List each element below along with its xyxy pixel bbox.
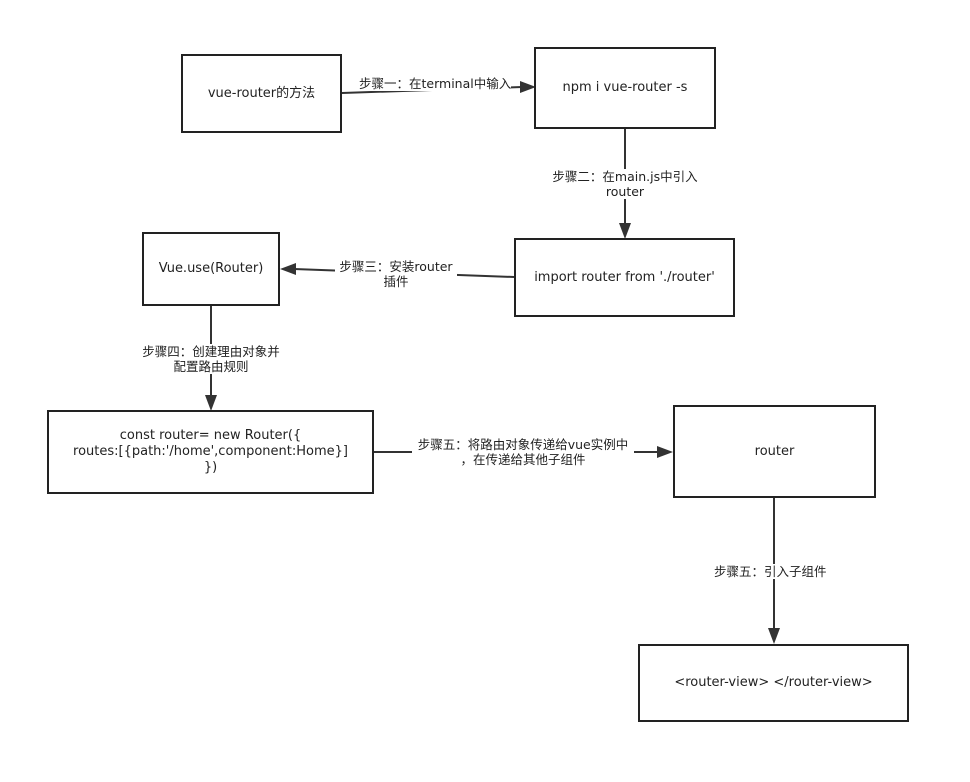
arrowhead-to-import [619,223,631,239]
edge-label-line: 步骤三：安装router [339,259,453,274]
node-label: router [754,443,795,459]
node-label-line: }) [203,460,218,475]
edge-label-line: 步骤二：在main.js中引入 [552,169,698,184]
node-label: <router-view> </router-view> [674,675,873,690]
arrowhead-to-npm [520,81,536,93]
node-import-router: import router from './router' [514,238,735,317]
edge-label-step6: 步骤五：引入子组件 [714,564,827,579]
node-label: const router= new Router({ routes:[{path… [73,428,348,476]
arrowhead-to-router [657,446,673,458]
edge-label-line: 步骤一：在terminal中输入 [359,76,512,91]
node-router-view: <router-view> </router-view> [638,644,909,722]
edge-label-line: 步骤五：引入子组件 [714,564,827,579]
node-label-line: const router= new Router({ [119,428,302,443]
arrowhead-to-vueuse [280,263,296,275]
node-label: vue-router的方法 [207,85,316,101]
edge-label-line: 步骤四：创建理由对象并 [142,344,280,359]
node-const-router: const router= new Router({ routes:[{path… [47,410,374,494]
node-label: Vue.use(Router) [158,261,264,276]
edge-label-line: 配置路由规则 [173,359,249,374]
edge-label-step4: 步骤四：创建理由对象并 配置路由规则 [136,344,286,374]
edge-label-step1: 步骤一：在terminal中输入 [359,76,512,91]
arrowhead-to-const [205,395,217,411]
edge-label-line: ，在传递给其他子组件 [460,452,586,467]
edge-label-step2: 步骤二：在main.js中引入 router [550,169,700,199]
edge-label-step3: 步骤三：安装router 插件 [335,259,457,289]
node-vue-router-method: vue-router的方法 [181,54,342,133]
node-label: import router from './router' [534,269,715,285]
edge-label-step5: 步骤五：将路由对象传递给vue实例中 ，在传递给其他子组件 [412,437,634,467]
edge-label-line: 插件 [383,274,409,289]
node-npm-install: npm i vue-router -s [534,47,716,129]
node-router: router [673,405,876,498]
node-label: npm i vue-router -s [562,80,688,95]
edge-label-line: router [605,184,645,199]
arrowhead-to-view [768,628,780,644]
edge-label-line: 步骤五：将路由对象传递给vue实例中 [417,437,629,452]
node-label-line: routes:[{path:'/home',component:Home}] [73,444,348,459]
node-vue-use: Vue.use(Router) [142,232,280,306]
